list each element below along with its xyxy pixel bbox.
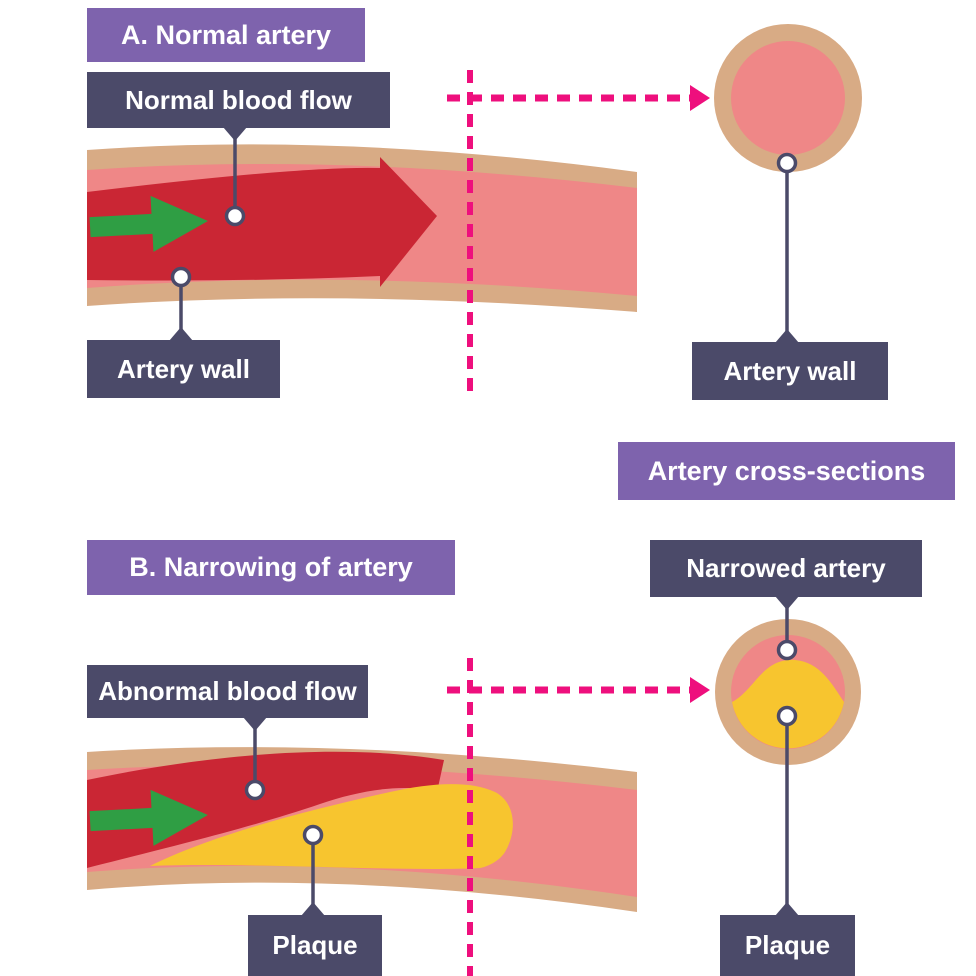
narrowed-artery-text: Narrowed artery [686,553,886,583]
label-pointer [169,327,193,341]
marker-dot-b-cross-plaque [776,705,798,727]
abnormal-blood-flow-label: Abnormal blood flow [87,665,368,731]
marker-dot-a-cross-wall [776,152,798,174]
label-pointer [243,717,267,731]
marker-dot-b-narrowed [776,639,798,661]
artery-wall-cross-text: Artery wall [723,355,857,386]
flow-direction-arrow-icon-b [89,789,208,846]
cross-sections-heading-text: Artery cross-sections [647,455,926,486]
artery-b-blood-flow [87,751,444,868]
artery-wall-label-left: Artery wall [87,327,280,398]
artery-b-plaque [150,784,513,869]
marker-dot-b-plaque [302,824,324,846]
narrowed-artery-label: Narrowed artery [650,540,922,610]
plaque-cross-text: Plaque [744,930,831,960]
marker-dot-a-wall [170,266,192,288]
section-b-title-text: B. Narrowing of artery [129,552,413,582]
cross-section-arrow-a-head-icon [690,85,710,111]
label-pointer [223,127,247,141]
section-a-title-text: A. Normal artery [120,19,332,50]
section-b-title: B. Narrowing of artery [87,540,455,595]
cross-section-normal [714,24,862,172]
abnormal-blood-flow-text: Abnormal blood flow [98,676,357,706]
marker-dot-a-flow [224,205,246,227]
label-pointer [775,329,799,343]
plaque-label-longitudinal: Plaque [248,902,382,976]
cross-section-narrowed [715,619,861,765]
label-pointer [775,902,799,916]
artery-wall-label-cross-section: Artery wall [692,329,888,400]
artery-a [87,144,637,312]
plaque-longitudinal-text: Plaque [272,930,358,960]
artery-wall-left-text: Artery wall [117,353,250,384]
cross-sections-heading: Artery cross-sections [618,442,955,500]
artery-b [87,747,637,912]
flow-direction-arrow-icon-a [89,195,208,252]
normal-blood-flow-label: Normal blood flow [87,72,390,141]
label-pointer [775,596,799,610]
plaque-label-cross-section: Plaque [720,902,855,976]
label-pointer [301,902,325,916]
artery-a-blood-flow [87,157,437,287]
marker-dot-b-flow [244,779,266,801]
normal-blood-flow-text: Normal blood flow [125,84,352,115]
cross-section-a-lumen [731,41,845,155]
section-cut-lines [447,70,710,976]
section-a-title: A. Normal artery [87,8,365,62]
cross-section-arrow-b-head-icon [690,677,710,703]
cross-section-b-plaque [732,659,844,749]
